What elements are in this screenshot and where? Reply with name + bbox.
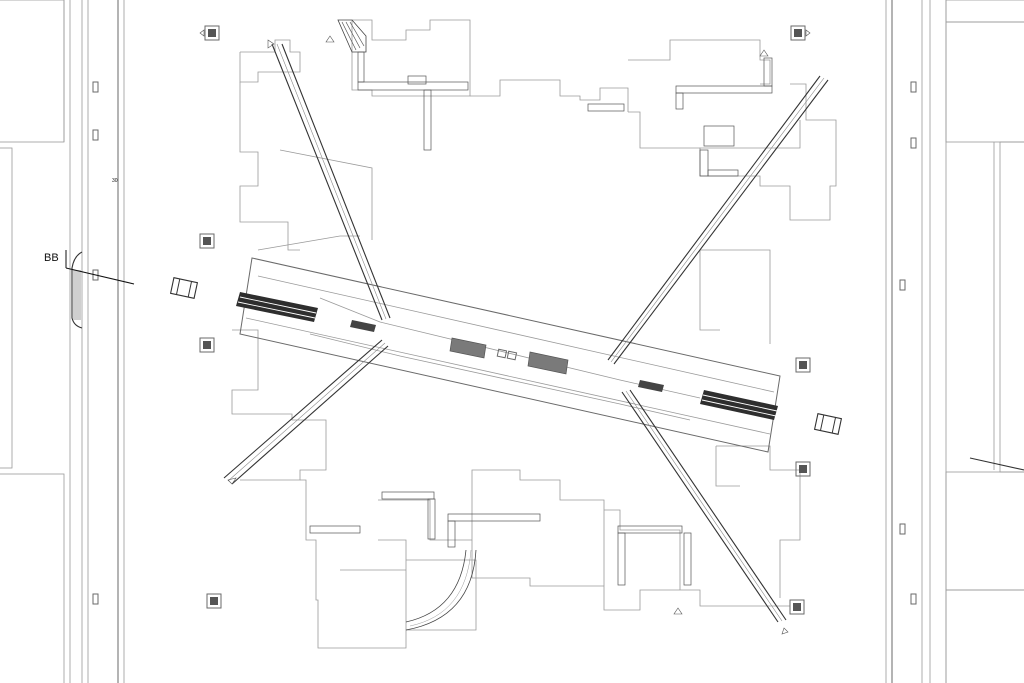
gate-east (813, 413, 843, 435)
svg-text:30: 30 (112, 178, 118, 184)
left-street: 30 (0, 0, 125, 683)
right-street (885, 0, 1024, 683)
diagonal-stair-ne (607, 75, 829, 365)
diagonal-stair-nw (271, 43, 391, 321)
marker-w-1 (199, 233, 215, 249)
marker-sw-bottom (206, 593, 222, 609)
west-platform-stair (236, 292, 318, 322)
section-label-bb: BB (44, 252, 59, 264)
marker-ne-top (790, 25, 811, 41)
east-platform-stair (700, 390, 778, 420)
gate-west (169, 277, 199, 299)
building-outlines-south (231, 329, 801, 649)
entrance-markers (169, 25, 843, 635)
marker-e-1 (795, 357, 811, 373)
central-concourse (236, 257, 781, 453)
diagonal-stair-se (621, 389, 787, 623)
marker-nw-top (199, 25, 220, 41)
building-stairs (309, 19, 773, 631)
marker-e-2 (795, 461, 811, 477)
marker-w-2 (199, 337, 215, 353)
building-outlines-north (239, 19, 837, 344)
section-cut-bb: BB (44, 250, 135, 285)
diagonal-stair-sw (223, 339, 389, 485)
marker-se-bottom (789, 599, 805, 615)
